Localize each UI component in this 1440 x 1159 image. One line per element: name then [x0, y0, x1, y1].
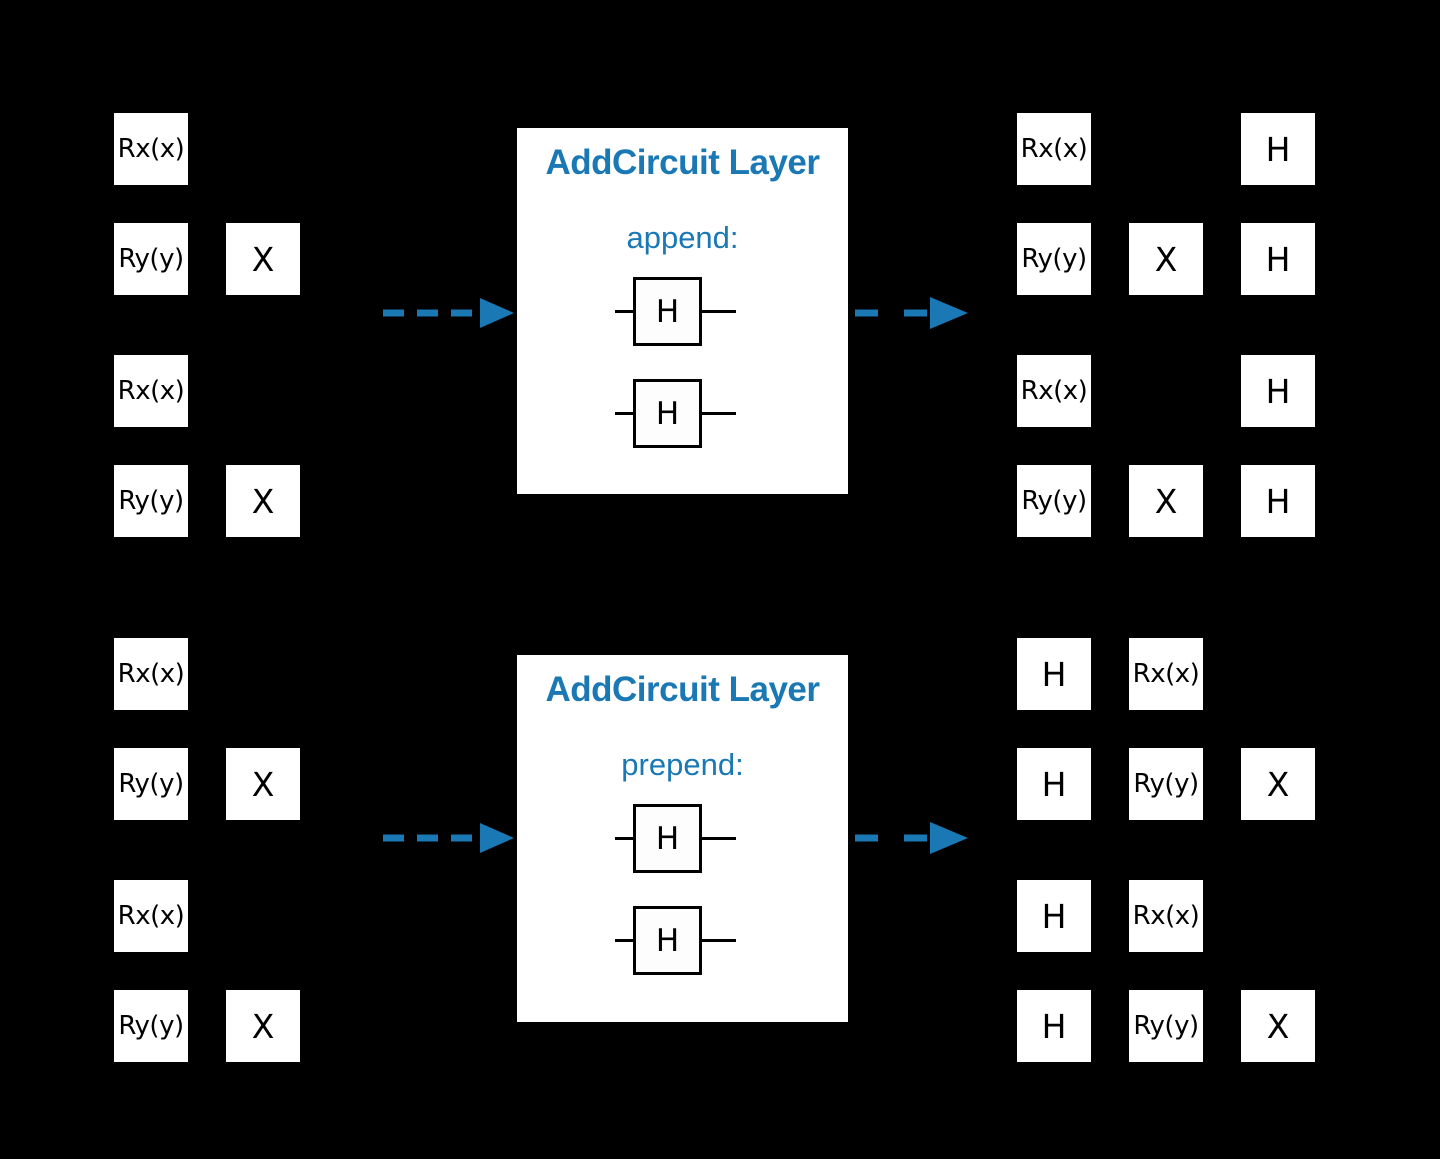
dashed-arrow-icon: [855, 297, 968, 329]
gate-rxx: Rx(x): [114, 113, 188, 185]
gate-box: H: [633, 379, 702, 448]
gate-h: H: [1241, 465, 1315, 537]
gate-ryy: Ry(y): [114, 990, 188, 1062]
gate-rxx: Rx(x): [1017, 355, 1091, 427]
gate-rxx: Rx(x): [114, 638, 188, 710]
gate-x: X: [1129, 223, 1203, 295]
gate-h: H: [1241, 113, 1315, 185]
gate-ryy: Ry(y): [1129, 748, 1203, 820]
gate-ryy: Ry(y): [114, 748, 188, 820]
gate-x: X: [1241, 990, 1315, 1062]
panel-title: AddCircuit Layer: [545, 670, 821, 709]
gate-x: X: [226, 748, 300, 820]
panel-mode-label: append:: [626, 220, 739, 255]
gate-rxx: Rx(x): [114, 880, 188, 952]
gate-ryy: Ry(y): [114, 223, 188, 295]
gate-ryy: Ry(y): [1017, 223, 1091, 295]
gate-ryy: Ry(y): [1017, 465, 1091, 537]
gate-box: H: [633, 804, 702, 873]
gate-box: H: [633, 277, 702, 346]
gate-x: X: [1241, 748, 1315, 820]
inner-gate-h: H: [615, 906, 736, 975]
gate-x: X: [226, 465, 300, 537]
gate-x: X: [1129, 465, 1203, 537]
gate-rxx: Rx(x): [1017, 113, 1091, 185]
gate-h: H: [1241, 223, 1315, 295]
gate-h: H: [1017, 880, 1091, 952]
dashed-arrow-icon: [383, 298, 514, 328]
gate-h: H: [1017, 638, 1091, 710]
dashed-arrow-icon: [855, 822, 968, 854]
panel-title: AddCircuit Layer: [545, 143, 821, 182]
gate-ryy: Ry(y): [114, 465, 188, 537]
inner-gate-h: H: [615, 379, 736, 448]
gate-rxx: Rx(x): [1129, 638, 1203, 710]
gate-box: H: [633, 906, 702, 975]
gate-h: H: [1017, 748, 1091, 820]
gate-h: H: [1241, 355, 1315, 427]
gate-rxx: Rx(x): [1129, 880, 1203, 952]
gate-x: X: [226, 223, 300, 295]
inner-gate-h: H: [615, 804, 736, 873]
panel-mode-label: prepend:: [621, 747, 744, 782]
gate-ryy: Ry(y): [1129, 990, 1203, 1062]
dashed-arrow-icon: [383, 823, 514, 853]
inner-gate-h: H: [615, 277, 736, 346]
gate-rxx: Rx(x): [114, 355, 188, 427]
gate-x: X: [226, 990, 300, 1062]
gate-h: H: [1017, 990, 1091, 1062]
